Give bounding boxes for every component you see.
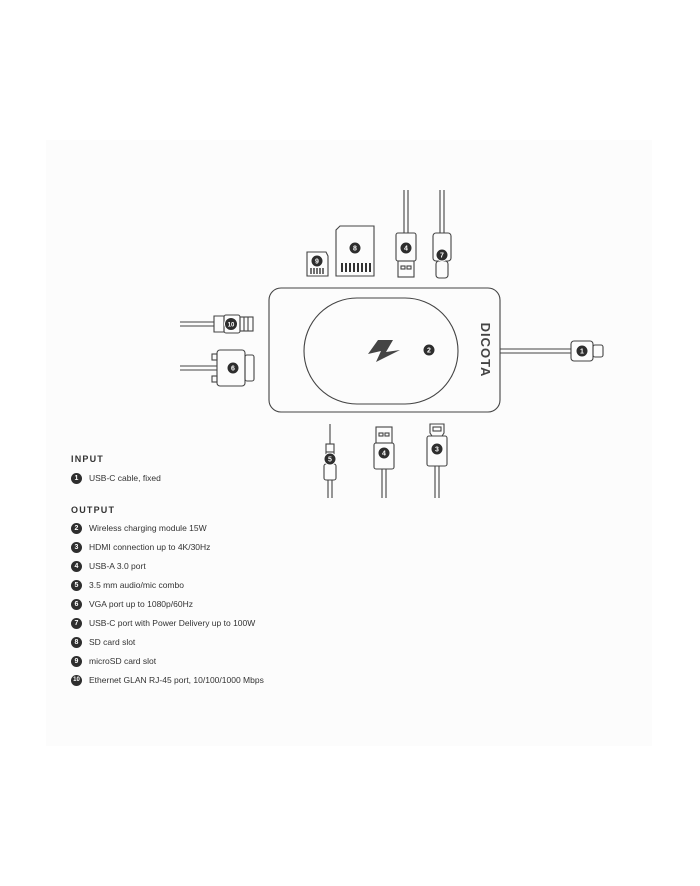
legend-label: VGA port up to 1080p/60Hz [89,599,193,609]
legend-number-badge: 3 [71,541,82,553]
legend-label: 3.5 mm audio/mic combo [89,580,184,590]
svg-text:3: 3 [435,447,439,454]
legend-number-badge: 7 [71,617,82,629]
legend-number-badge: 6 [71,598,82,610]
hub-body [268,287,501,413]
diagram-marker-9: 9 [310,254,324,268]
svg-text:9: 9 [315,259,319,266]
diagram-marker-6: 6 [226,361,240,375]
ethernet-cable [180,314,254,334]
output-section-title: OUTPUT [71,505,116,515]
legend-label: Wireless charging module 15W [89,523,207,533]
legend-item-4: 4 USB-A 3.0 port [71,560,146,572]
legend-item-7: 7 USB-C port with Power Delivery up to 1… [71,617,255,629]
usb-a-top-cable [395,190,417,278]
svg-text:4: 4 [404,246,408,253]
diagram-marker-4-bottom: 4 [377,446,391,460]
legend-item-9: 9 microSD card slot [71,655,156,667]
diagram-marker-10: 10 [224,317,238,331]
diagram-marker-8: 8 [348,241,362,255]
legend-item-8: 8 SD card slot [71,636,135,648]
svg-text:7: 7 [440,253,444,260]
legend-number-badge: 1 [71,472,82,484]
legend-item-5: 5 3.5 mm audio/mic combo [71,579,184,591]
diagram-marker-1: 1 [575,344,589,358]
usb-c-top-cable [432,190,452,279]
diagram-marker-2: 2 [422,343,436,357]
legend-label: USB-C port with Power Delivery up to 100… [89,618,256,628]
legend-item-1: 1 USB-C cable, fixed [71,472,161,484]
lightning-icon [368,340,400,362]
vga-cable [180,349,255,387]
microsd-card [306,251,329,277]
legend-label: SD card slot [89,637,136,647]
wireless-pad [303,297,459,405]
diagram-marker-5: 5 [323,452,337,466]
legend-label: USB-C cable, fixed [89,473,161,483]
microsd-contacts [310,268,324,274]
legend-label: HDMI connection up to 4K/30Hz [89,542,211,552]
usb-a-bottom-cable [373,426,395,498]
legend-label: USB-A 3.0 port [89,561,146,571]
legend-item-10: 10 Ethernet GLAN RJ-45 port, 10/100/1000… [71,674,264,686]
hdmi-cable [426,423,448,498]
legend-item-6: 6 VGA port up to 1080p/60Hz [71,598,193,610]
svg-text:8: 8 [353,246,357,253]
input-section-title: INPUT [71,454,104,464]
legend-item-2: 2 Wireless charging module 15W [71,522,207,534]
diagram-card [46,140,652,746]
legend-number-badge: 10 [71,674,82,686]
diagram-marker-4-top: 4 [399,241,413,255]
sd-card [335,225,375,277]
svg-text:2: 2 [427,348,431,355]
brand-logo: DICOTA [478,323,493,378]
legend-number-badge: 2 [71,522,82,534]
legend-label: microSD card slot [89,656,157,666]
diagram-marker-3: 3 [430,442,444,456]
legend-label: Ethernet GLAN RJ-45 port, 10/100/1000 Mb… [89,675,264,685]
svg-text:6: 6 [231,366,235,373]
svg-text:10: 10 [228,323,235,329]
legend-item-3: 3 HDMI connection up to 4K/30Hz [71,541,210,553]
svg-text:1: 1 [580,349,584,356]
svg-text:4: 4 [382,451,386,458]
legend-number-badge: 9 [71,655,82,667]
diagram-marker-7: 7 [435,248,449,262]
legend-number-badge: 5 [71,579,82,591]
svg-text:5: 5 [328,457,332,464]
legend-number-badge: 4 [71,560,82,572]
usb-c-cable-fixed [500,340,604,362]
sd-card-contacts [341,263,371,272]
legend-number-badge: 8 [71,636,82,648]
